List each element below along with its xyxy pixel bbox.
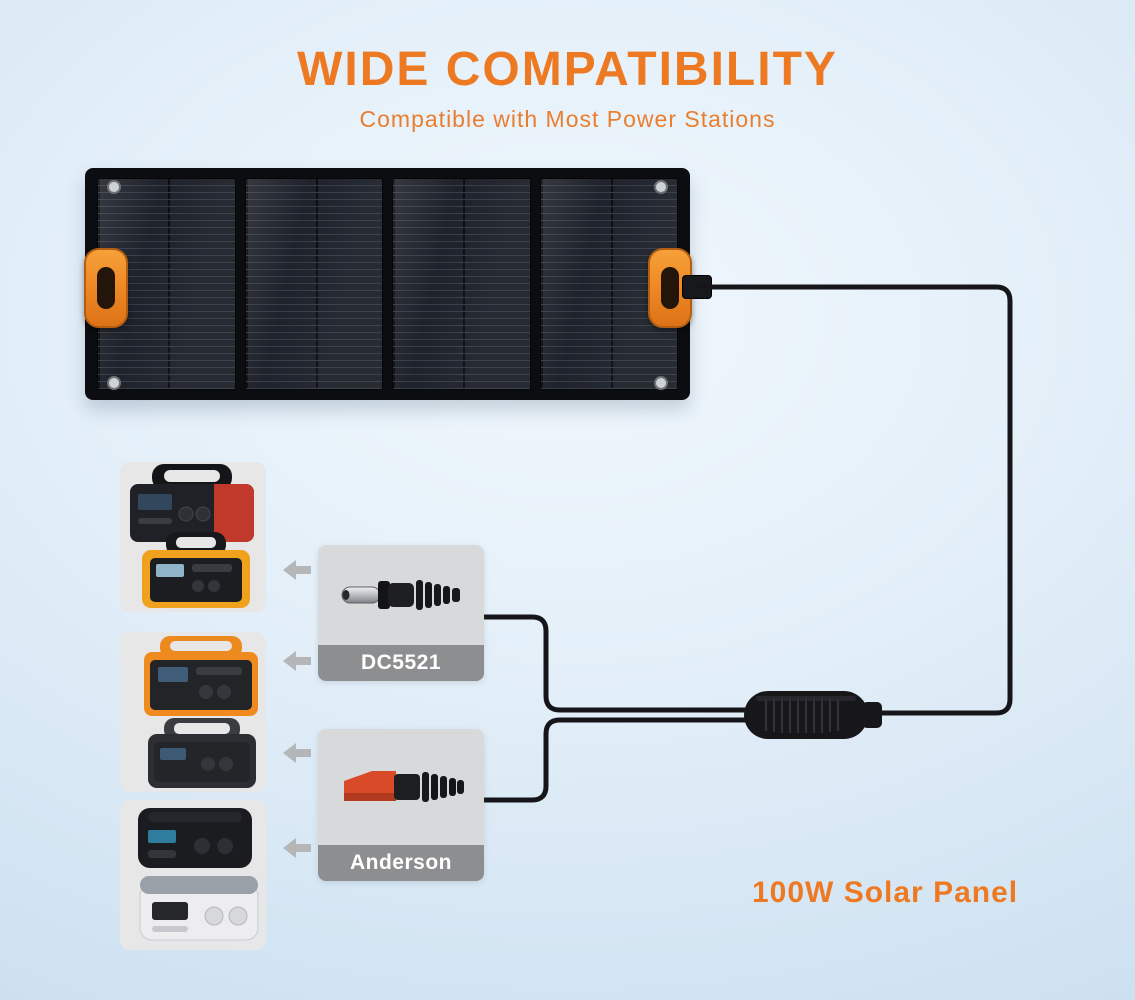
arrow-left-icon [283, 838, 311, 858]
power-station-black-red-image [130, 464, 254, 542]
dc5521-label: DC5521 [318, 645, 484, 681]
arrow-left-icon [283, 743, 311, 763]
anderson-plug-icon [318, 729, 484, 845]
solar-panel-section [97, 178, 236, 390]
main-cable [697, 284, 1013, 716]
grommet-icon [107, 376, 121, 390]
page-title: WIDE COMPATIBILITY [297, 43, 838, 96]
panel-handle-left [84, 248, 128, 328]
arrow-left-icon [283, 560, 311, 580]
power-station-yellow-image [142, 532, 250, 608]
product-caption: 100W Solar Panel [752, 876, 1019, 909]
arrow-left-icon [283, 651, 311, 671]
grommet-icon [654, 376, 668, 390]
grommet-icon [654, 180, 668, 194]
solar-panel-section [392, 178, 531, 390]
handle-hole [661, 267, 679, 309]
anderson-connector-card: Anderson [318, 729, 484, 881]
dc5521-branch-cable [480, 614, 769, 713]
handle-hole [97, 267, 115, 309]
anderson-branch-cable [480, 717, 769, 803]
foldable-solar-panel-image [85, 168, 690, 400]
solar-panel-section [244, 178, 383, 390]
anderson-label: Anderson [318, 845, 484, 881]
power-station-orange-image [144, 636, 258, 716]
power-station-dark-gray-image [148, 718, 256, 788]
power-station-white-image [139, 876, 259, 941]
cable-splitter-icon [744, 691, 882, 739]
solar-panel-sections [97, 178, 678, 390]
page-subtitle: Compatible with Most Power Stations [359, 106, 776, 132]
power-station-black-image [138, 808, 252, 868]
panel-cable-port [682, 275, 712, 299]
grommet-icon [107, 180, 121, 194]
dc5521-connector-card: DC5521 [318, 545, 484, 681]
dc5521-plug-icon [318, 545, 484, 645]
